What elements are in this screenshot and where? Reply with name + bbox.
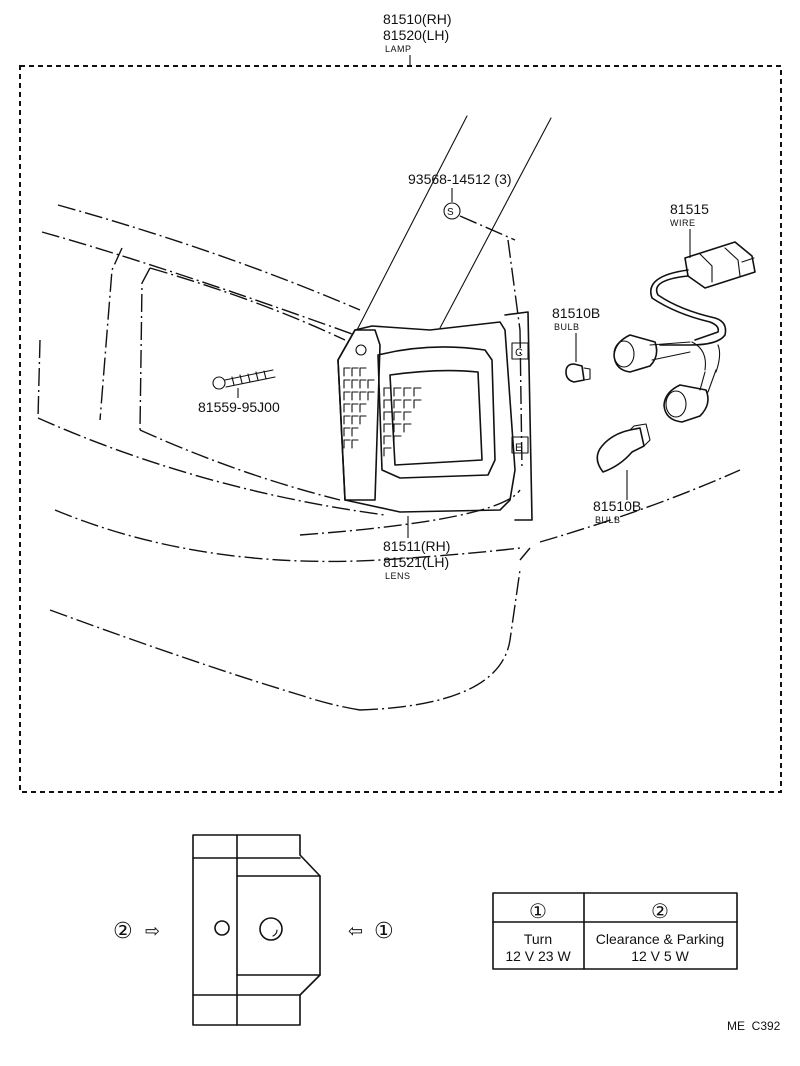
table-cell-clearance: Clearance & Parking [596, 931, 724, 947]
lens-part-rh: 81511(RH) [383, 538, 450, 554]
lamp-name: LAMP [385, 44, 412, 54]
lens-callout: 81511(RH) 81521(LH) LENS [383, 516, 450, 581]
lens-name: LENS [385, 571, 411, 581]
table-cell-turn: Turn [524, 931, 552, 947]
face-reflector-pattern [383, 387, 422, 457]
socket-view [192, 834, 321, 1026]
page-code: ME C392 [727, 1019, 781, 1033]
assembly-frame [19, 65, 782, 793]
arrow-left-icon: ⇦ [348, 921, 363, 941]
lens-mark-upper: C [515, 347, 523, 359]
lamp-housing: C E [337, 311, 533, 521]
screw-top-symbol: S [447, 207, 454, 218]
bulb-large-name: BULB [595, 515, 621, 525]
bulb-small-part: 81510B [552, 305, 600, 321]
screw-side: 81559-95J00 [198, 369, 280, 415]
arrow-right-icon: ⇨ [145, 921, 160, 941]
bulb-large: 81510B BULB [593, 423, 651, 525]
screw-top-part: 93568-14512 (3) [408, 171, 512, 187]
table-header-2: ② [651, 901, 669, 923]
screw-top-callout: 93568-14512 (3) S [408, 171, 516, 241]
lamp-part-rh: 81510(RH) [383, 11, 451, 27]
lens-mark-lower: E [515, 442, 522, 454]
large-socket-hole-icon [259, 917, 283, 941]
wire-callout: 81515 WIRE [670, 201, 709, 258]
screw-top-symbol-icon [443, 202, 461, 220]
marker-right: ① [374, 918, 394, 943]
guide-line-right [439, 117, 552, 329]
small-socket-hole-icon [214, 920, 230, 936]
table-cell-clearance-rating: 12 V 5 W [631, 948, 689, 964]
wire-harness [613, 241, 756, 423]
wire-part: 81515 [670, 201, 709, 217]
table-header-1: ① [529, 901, 547, 923]
wedge-bulb-icon [565, 363, 591, 383]
bulb-small-callout: 81510B BULB [552, 305, 600, 383]
table-cell-turn-rating: 12 V 23 W [505, 948, 571, 964]
lamp-callout: 81510(RH) 81520(LH) LAMP [383, 11, 451, 66]
lens-part-lh: 81521(LH) [383, 554, 449, 570]
marker-left: ② [113, 918, 133, 943]
vehicle-body-outline [37, 204, 741, 711]
wire-name: WIRE [670, 218, 696, 228]
bulb-spec-table: ① ② Turn Clearance & Parking 12 V 23 W 1… [492, 892, 738, 970]
guide-line-left [356, 115, 468, 331]
bulb-small-name: BULB [554, 322, 580, 332]
lamp-part-lh: 81520(LH) [383, 27, 449, 43]
bulb-large-part: 81510B [593, 498, 641, 514]
corner-reflector-pattern [343, 367, 375, 449]
screw-side-part: 81559-95J00 [198, 399, 280, 415]
round-bulb-icon [596, 423, 651, 473]
